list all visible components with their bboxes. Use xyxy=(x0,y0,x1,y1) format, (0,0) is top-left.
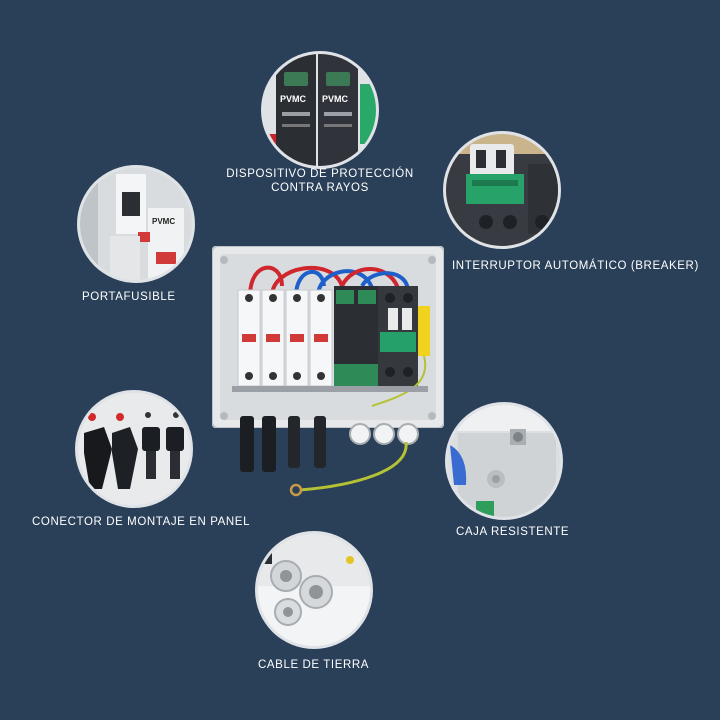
panel-connector-label: CONECTOR DE MONTAJE EN PANEL xyxy=(32,516,251,528)
combiner-box xyxy=(212,246,444,428)
cable-gland-icon xyxy=(258,534,370,646)
surge-brand-left: PVMC xyxy=(280,94,307,104)
panel-connector-photo xyxy=(78,393,190,505)
box-bottom-fittings xyxy=(230,412,450,502)
breaker-label: INTERRUPTOR AUTOMÁTICO (BREAKER) xyxy=(452,260,699,272)
combiner-box-illustration xyxy=(212,246,444,428)
circuit-breaker-icon xyxy=(446,134,558,246)
box-fittings-illustration xyxy=(240,416,419,497)
cable-gland-photo xyxy=(258,534,370,646)
surge-protector-photo: PVMC PVMC xyxy=(264,54,376,166)
fuse-holder-icon: PVMC xyxy=(80,168,192,280)
surge-protector-label: DISPOSITIVO DE PROTECCIÓN CONTRA RAYOS xyxy=(226,168,414,194)
enclosure-icon xyxy=(448,405,560,517)
surge-brand-right: PVMC xyxy=(322,94,349,104)
cable-label: CABLE DE TIERRA xyxy=(258,659,370,671)
fuse-brand: PVMC xyxy=(152,217,175,226)
panel-connector-icon xyxy=(78,393,190,505)
fuse-holder-photo: PVMC xyxy=(80,168,192,280)
breaker-photo xyxy=(446,134,558,246)
surge-protector-icon: PVMC PVMC xyxy=(264,54,376,166)
enclosure-label: CAJA RESISTENTE xyxy=(456,526,570,538)
fuse-holder-label: PORTAFUSIBLE xyxy=(82,291,176,303)
enclosure-photo xyxy=(448,405,560,517)
